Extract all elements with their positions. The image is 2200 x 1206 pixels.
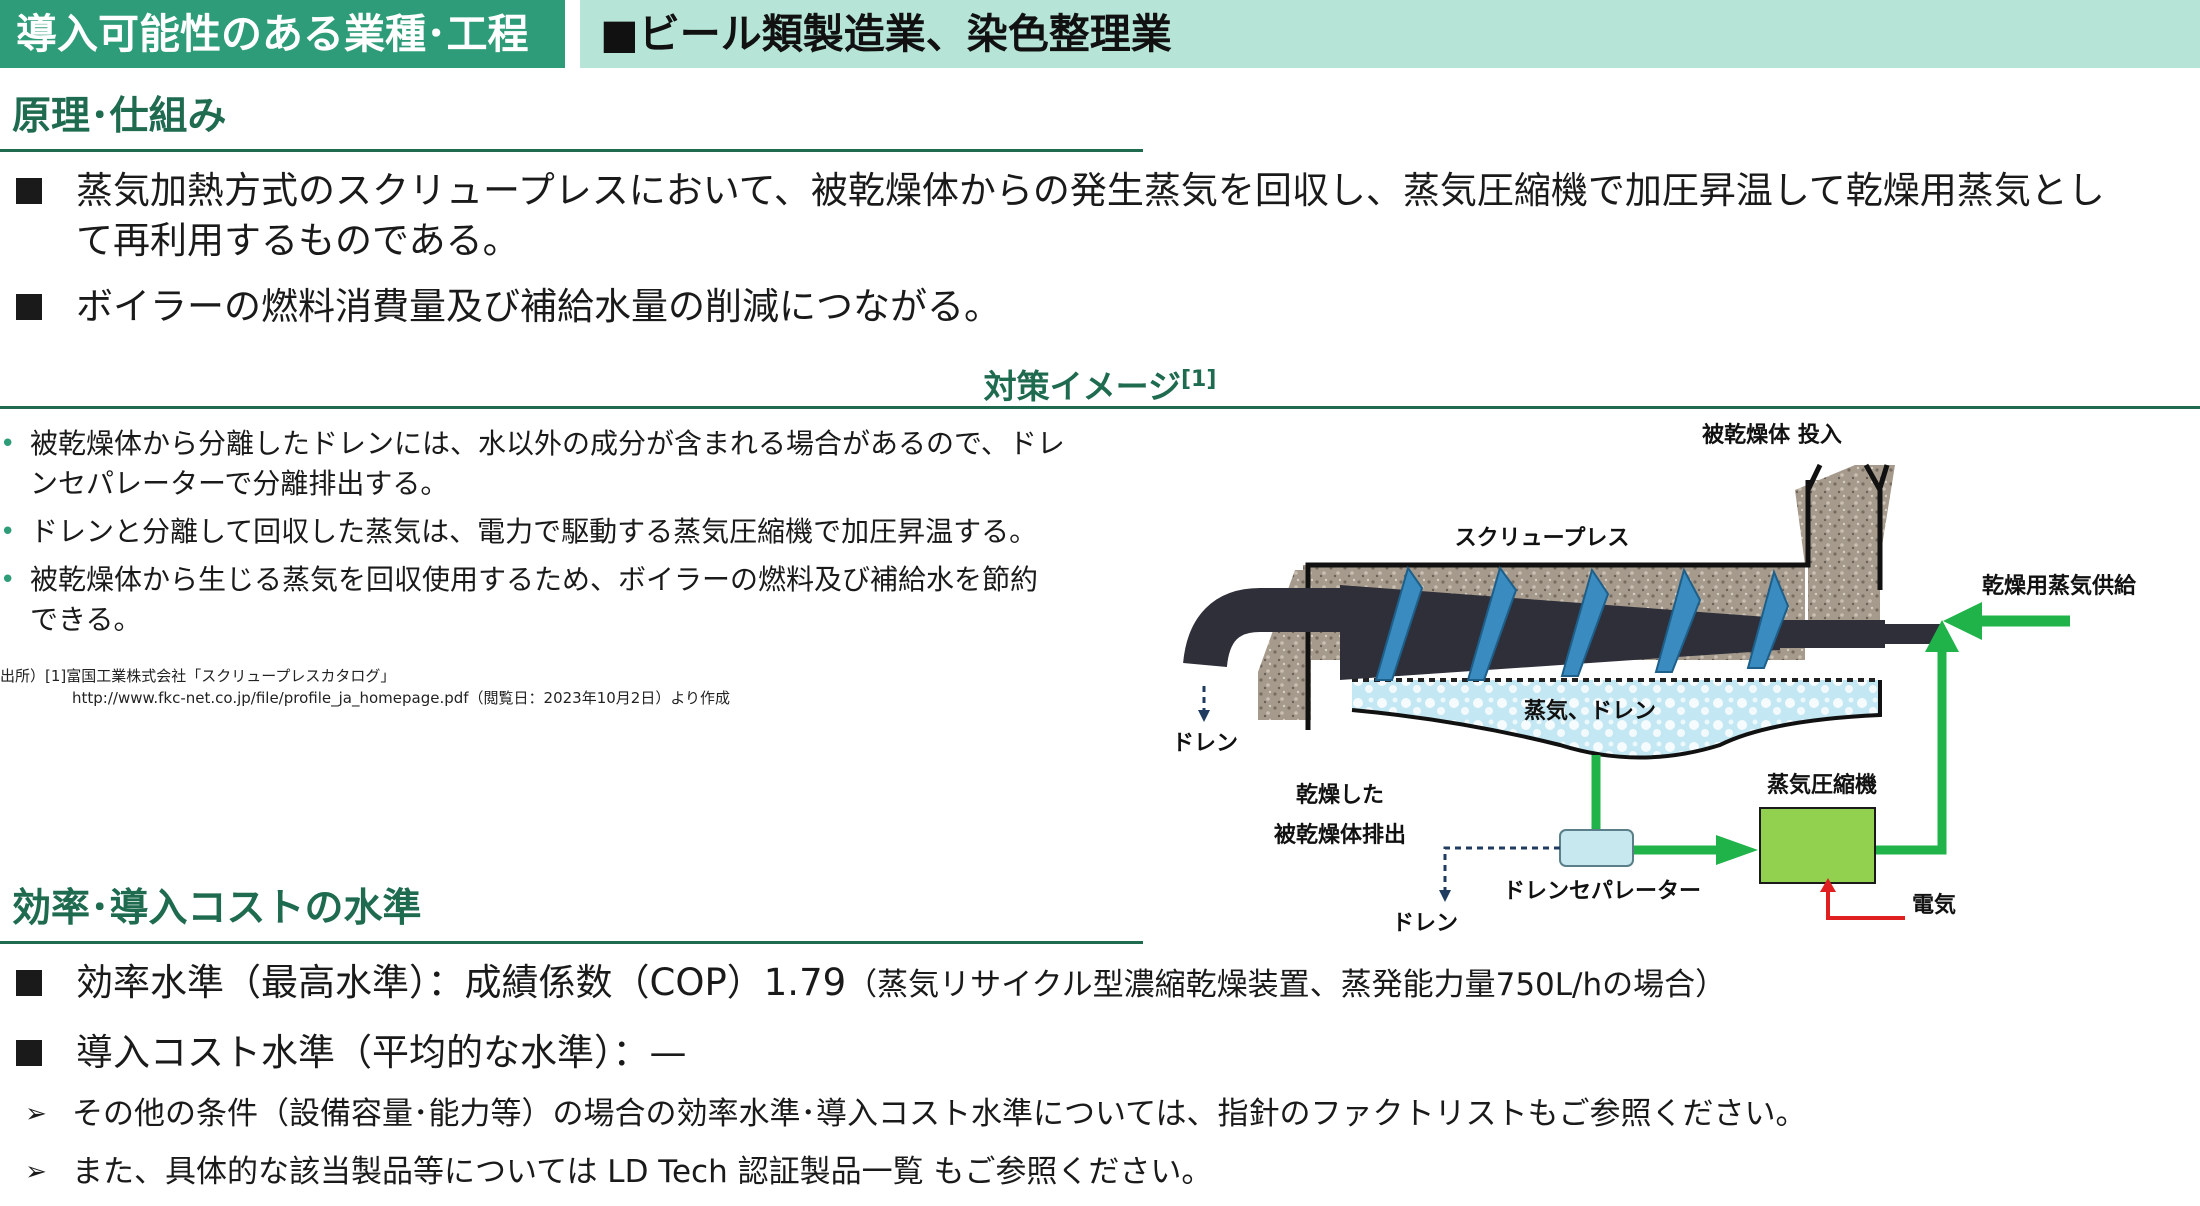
source-url: http://www.fkc-net.co.jp/file/profile_ja… xyxy=(72,689,731,707)
steam-drain-chamber xyxy=(1352,680,1880,758)
label-supply: 乾燥用蒸気供給 xyxy=(1982,573,2137,599)
label-power: 電気 xyxy=(1912,892,1956,918)
label-compressor: 蒸気圧縮機 xyxy=(1767,772,1877,798)
image-notes: • 被乾燥体から分離したドレンには、水以外の成分が含まれる場合があるので、ドレン… xyxy=(0,424,1090,640)
principle-heading: 原理･仕組み xyxy=(0,92,1143,152)
industry-tag: 導入可能性のある業種･工程 xyxy=(0,0,565,68)
label-steam-drain: 蒸気、ドレン xyxy=(1524,698,1656,724)
reference-note: ➢ その他の条件（設備容量･能力等）の場合の効率水準･導入コスト水準については、… xyxy=(0,1092,2200,1136)
dot-bullet-icon: • xyxy=(0,517,16,547)
principle-bullet-line: て再利用するものである。 xyxy=(76,219,520,262)
image-ref: [1] xyxy=(1180,367,1217,392)
hopper-material xyxy=(1808,480,1880,630)
principle-bullet: 蒸気加熱方式のスクリュープレスにおいて、被乾燥体からの発生蒸気を回収し、蒸気圧縮… xyxy=(0,166,2200,266)
label-separator: ドレンセパレーター xyxy=(1503,879,1701,904)
source-line: 出所）[1]富国工業株式会社「スクリュープレスカタログ」 xyxy=(0,667,396,685)
divider xyxy=(0,406,2200,409)
label-input: 被乾燥体 投入 xyxy=(1702,422,1842,448)
square-bullet-icon xyxy=(16,294,42,320)
efficiency-bullet: 効率水準（最高水準）：成績係数（COP）1.79（蒸気リサイクル型濃縮乾燥装置、… xyxy=(0,958,2200,1010)
efficiency-note: （蒸気リサイクル型濃縮乾燥装置、蒸発能力量750L/hの場合） xyxy=(846,967,1727,1003)
discharge-pipe xyxy=(1183,588,1340,668)
label-dried-1: 乾燥した xyxy=(1296,782,1384,808)
label-drain-left: ドレン xyxy=(1172,731,1238,756)
power-arrow xyxy=(1826,882,1905,920)
efficiency-heading: 効率･導入コストの水準 xyxy=(0,884,1143,944)
square-bullet-icon xyxy=(16,1040,42,1066)
arrow-bullet-icon: ➢ xyxy=(25,1157,47,1187)
note-item: • ドレンと分離して回収した蒸気は、電力で駆動する蒸気圧縮機で加圧昇温する。 xyxy=(0,512,1090,552)
principle-bullet-line: 蒸気加熱方式のスクリュープレスにおいて、被乾燥体からの発生蒸気を回収し、蒸気圧縮… xyxy=(76,169,2105,212)
screw-press-diagram: 被乾燥体 投入 スクリュープレス 乾燥用蒸気供給 蒸気、ドレン ドレン 乾燥した… xyxy=(1172,422,2137,936)
note-item: • 被乾燥体から生じる蒸気を回収使用するため、ボイラーの燃料及び補給水を節約でき… xyxy=(0,560,1090,640)
screw-flights xyxy=(1374,565,1790,681)
label-dried-2: 被乾燥体排出 xyxy=(1274,822,1406,848)
steam-compressor xyxy=(1759,807,1876,884)
square-bullet-icon xyxy=(16,970,42,996)
press-casing xyxy=(1305,480,1811,730)
efficiency-level: 効率水準（最高水準）：成績係数（COP）1.79 xyxy=(76,961,847,1004)
arrow-bullet-icon: ➢ xyxy=(25,1099,47,1129)
industry-sector-title: ■ビール類製造業、染色整理業 xyxy=(580,0,2200,68)
note-item: • 被乾燥体から分離したドレンには、水以外の成分が含まれる場合があるので、ドレン… xyxy=(0,424,1090,504)
efficiency-bullets: 効率水準（最高水準）：成績係数（COP）1.79（蒸気リサイクル型濃縮乾燥装置、… xyxy=(0,958,2200,1194)
label-screw-press: スクリュープレス xyxy=(1455,526,1630,551)
cost-level: 導入コスト水準（平均的な水準）：— xyxy=(76,1031,687,1074)
hopper xyxy=(1877,464,1890,489)
label-drain-bottom: ドレン xyxy=(1392,911,1458,936)
square-bullet-icon xyxy=(16,178,42,204)
image-title: 対策イメージ[1] xyxy=(983,367,1217,406)
dot-bullet-icon: • xyxy=(0,565,16,595)
efficiency-bullet: 導入コスト水準（平均的な水準）：— xyxy=(0,1028,2200,1078)
drain-separator xyxy=(1559,829,1634,867)
principle-bullet: ボイラーの燃料消費量及び補給水量の削減につながる。 xyxy=(0,282,2200,332)
principle-bullets: 蒸気加熱方式のスクリュープレスにおいて、被乾燥体からの発生蒸気を回収し、蒸気圧縮… xyxy=(0,166,2200,332)
dot-bullet-icon: • xyxy=(0,429,16,459)
principle-bullet-line: ボイラーの燃料消費量及び補給水量の削減につながる。 xyxy=(76,285,1001,328)
reference-note: ➢ また、具体的な該当製品等については LD Tech 認証製品一覧 もご参照く… xyxy=(0,1150,2200,1194)
